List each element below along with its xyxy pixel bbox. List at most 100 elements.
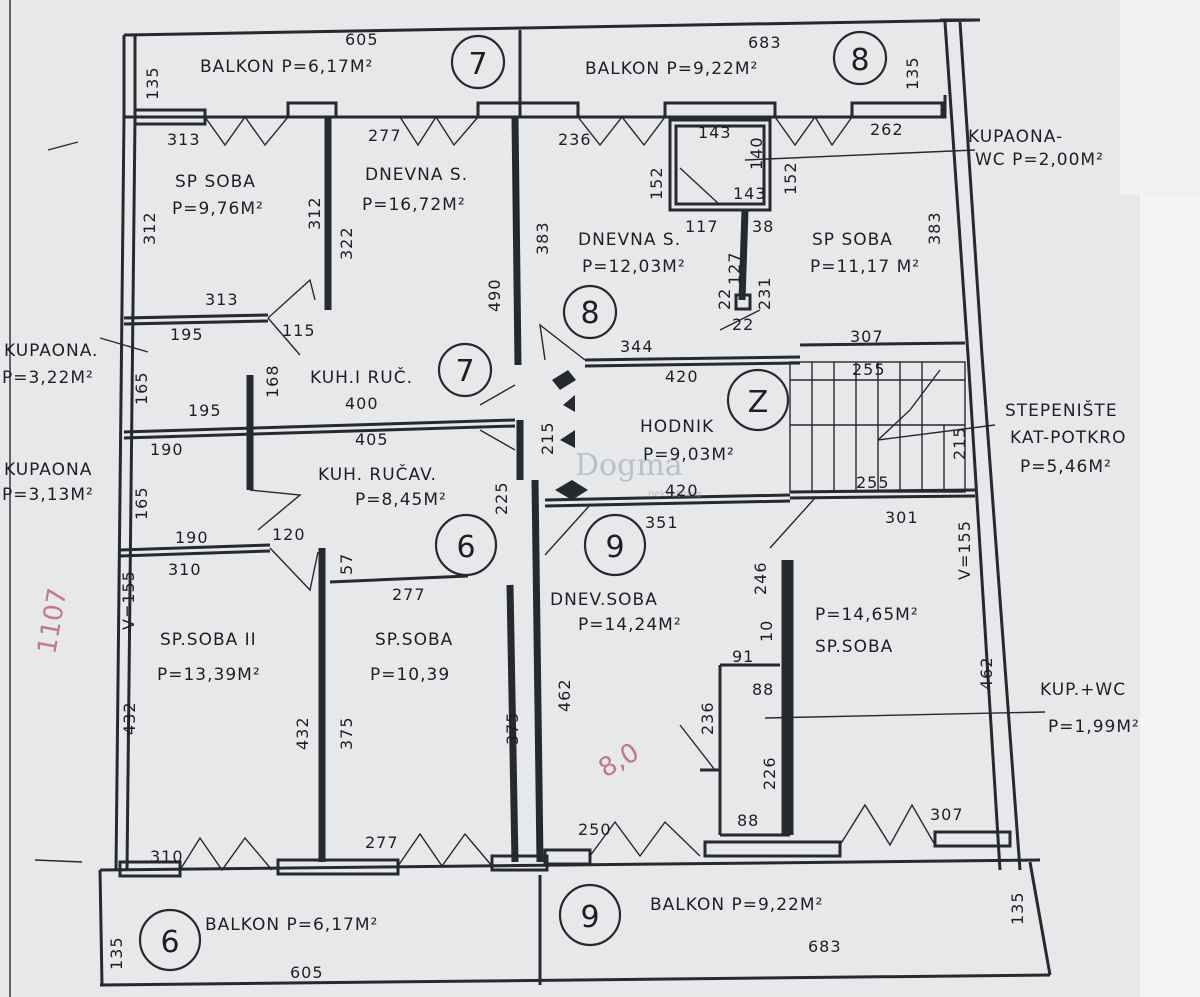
dim-215-a: 215	[538, 421, 557, 455]
dim-225: 225	[492, 481, 511, 515]
dim-301: 301	[885, 508, 919, 527]
top-windows	[133, 101, 944, 147]
dim-38: 38	[752, 217, 774, 236]
dim-307-b: 307	[930, 805, 964, 824]
unit-circles	[138, 30, 888, 972]
sp-soba-7-area: P=9,76M²	[172, 199, 264, 219]
dim-22-b: 22	[732, 315, 754, 334]
dnev-soba-9-name: DNEV.SOBA	[550, 590, 658, 610]
dim-310-b: 310	[150, 847, 184, 866]
dim-312-b: 312	[305, 196, 324, 230]
margin-mark	[47, 141, 79, 151]
dim-255-a: 255	[852, 360, 886, 379]
dim-215-b: 215	[950, 426, 969, 460]
dim-231: 231	[755, 276, 774, 310]
dim-246: 246	[751, 561, 770, 595]
sp-soba-6-name: SP.SOBA	[375, 630, 453, 650]
unit-number-bottom-left: 6	[160, 925, 179, 960]
unit-number-center-9: 9	[605, 530, 624, 565]
dim-168: 168	[263, 364, 282, 398]
kupaona-wc-top-line2: WC P=2,00M²	[975, 150, 1104, 170]
dim-165-a: 165	[132, 371, 151, 405]
hallway-arrows	[552, 370, 588, 500]
dim-140: 140	[747, 136, 766, 170]
sp-soba-9-area: P=14,65M²	[815, 605, 919, 625]
sp-soba-ii-area: P=13,39M²	[157, 665, 261, 685]
dim-226: 226	[760, 756, 779, 790]
watermark: Dogma nekretnine	[575, 448, 702, 500]
dim-v155-right: V=155	[955, 520, 974, 580]
sp-soba-6-area: P=10,39	[370, 665, 450, 685]
dim-120: 120	[272, 525, 306, 544]
stepeniste-line2: KAT-POTKRO	[1010, 428, 1126, 448]
dim-462-a: 462	[555, 678, 574, 712]
dim-420-b: 420	[665, 481, 699, 500]
kup-wc-9-line1: KUP.+WC	[1040, 680, 1126, 700]
dim-190-b: 190	[175, 528, 209, 547]
dim-383-b: 383	[925, 211, 944, 245]
dim-57: 57	[337, 553, 356, 575]
dnevna-7-area: P=16,72M²	[362, 195, 466, 215]
dim-236: 236	[558, 130, 592, 149]
dim-262: 262	[870, 120, 904, 139]
dim-135-top-right: 135	[903, 56, 922, 90]
dim-190-a: 190	[150, 440, 184, 459]
dnevna-8-area: P=12,03M²	[582, 257, 686, 277]
kupaona-7-line1: KUPAONA.	[4, 341, 98, 361]
balkon-9-label: BALKON P=9,22M²	[650, 895, 823, 915]
dim-277-a: 277	[368, 126, 402, 145]
dim-v155-left: V=155	[119, 570, 138, 630]
kuh-7-label: KUH.I RUČ.	[310, 366, 413, 388]
margin-mark	[34, 859, 83, 863]
hodnik-area: P=9,03M²	[643, 445, 735, 465]
dim-88-b: 88	[737, 811, 759, 830]
dim-143-b: 143	[733, 184, 767, 203]
dim-117: 117	[685, 217, 719, 236]
unit-number-bottom-right: 9	[580, 900, 599, 935]
stepeniste-line3: P=5,46M²	[1020, 457, 1112, 477]
dim-115: 115	[282, 321, 316, 340]
dim-255-b: 255	[856, 473, 890, 492]
dim-351: 351	[645, 513, 679, 532]
dim-375-a: 375	[337, 716, 356, 750]
dim-462-b: 462	[977, 656, 996, 690]
kupaona-7-line2: P=3,22M²	[2, 368, 94, 388]
dim-605-bottom: 605	[290, 963, 324, 982]
stepeniste-line1: STEPENIŠTE	[1005, 399, 1118, 421]
sp-soba-8-name: SP SOBA	[812, 230, 893, 250]
unit-number-top-right: 8	[850, 43, 869, 78]
balkon-7-label: BALKON P=6,17M²	[200, 57, 373, 77]
dim-277-b: 277	[392, 585, 426, 604]
unit-number-center-7: 7	[455, 354, 474, 389]
unit-numbers: 7 8 8 7 6 9 6 9 Z	[160, 43, 869, 960]
unit-number-center-8: 8	[580, 296, 599, 331]
dim-420-a: 420	[665, 367, 699, 386]
dim-344: 344	[620, 337, 654, 356]
door-swings	[249, 278, 816, 771]
bathroom-top-right	[668, 118, 772, 311]
dim-322: 322	[337, 226, 356, 260]
unit-number-center-6: 6	[456, 530, 475, 565]
dim-432-a: 432	[120, 701, 139, 735]
dim-135-top-left: 135	[143, 66, 162, 100]
dim-375-b: 375	[503, 711, 522, 745]
room-labels: BALKON P=6,17M² BALKON P=9,22M² BALKON P…	[2, 57, 1139, 935]
watermark-brand: Dogma	[575, 448, 683, 483]
paper-corner	[1120, 0, 1200, 195]
dim-683-top: 683	[748, 33, 782, 52]
dnevna-8-name: DNEVNA S.	[578, 230, 681, 250]
dim-236-b: 236	[698, 701, 717, 735]
dim-165-b: 165	[132, 486, 151, 520]
interior-walls	[119, 116, 976, 863]
dim-277-c: 277	[365, 833, 399, 852]
kupaona-6-line1: KUPAONA	[4, 460, 92, 480]
dim-605-top: 605	[345, 30, 379, 49]
leader-lines	[99, 149, 1046, 719]
dim-313-b: 313	[205, 290, 239, 309]
dim-313-a: 313	[167, 130, 201, 149]
dnevna-7-name: DNEVNA S.	[365, 165, 468, 185]
dim-135-bottom-left: 135	[107, 936, 126, 970]
kuh-6-name: KUH. RUČAV.	[318, 463, 437, 485]
dim-135-bottom-right: 135	[1008, 891, 1027, 925]
